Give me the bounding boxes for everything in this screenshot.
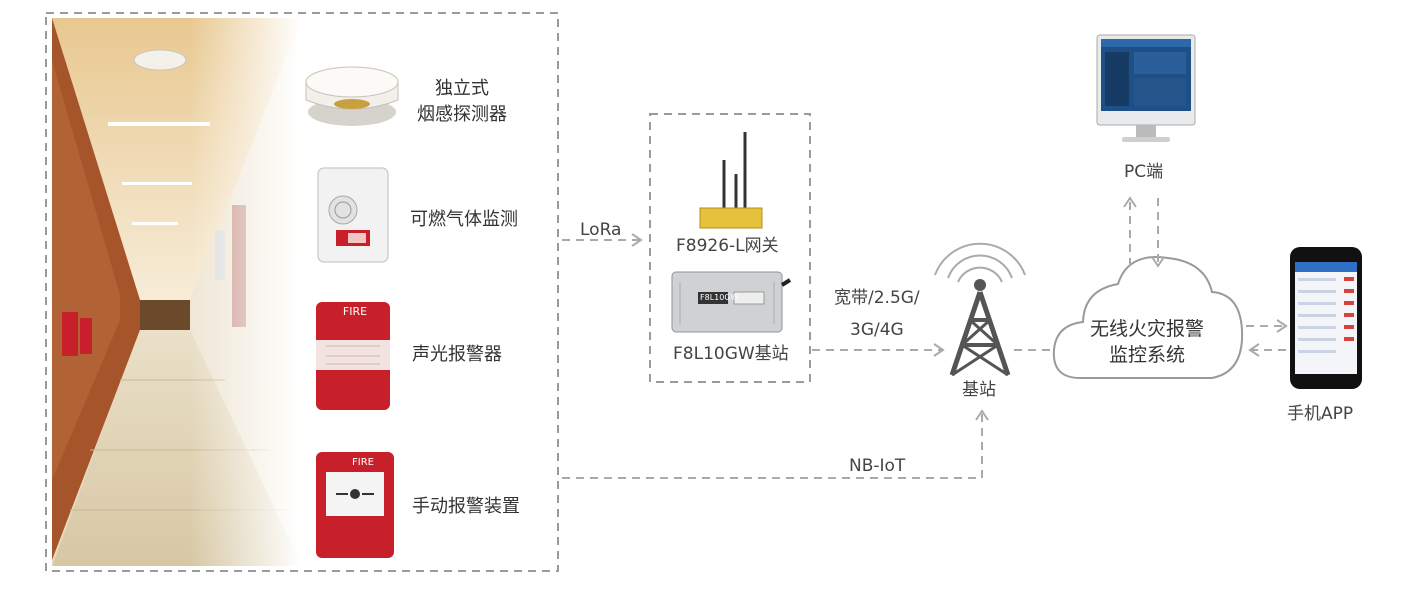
base-unit-panel-text: F8L10GW bbox=[700, 293, 739, 302]
nbiot-link bbox=[562, 409, 989, 479]
gateway-group-frame bbox=[649, 113, 811, 383]
lora-link bbox=[562, 233, 643, 247]
call-point-fire-badge: FIRE bbox=[352, 457, 374, 468]
nbiot-label: NB-IoT bbox=[849, 456, 906, 476]
cloud-shape bbox=[1052, 256, 1244, 379]
alarm-fire-badge: FIRE bbox=[342, 305, 368, 318]
cloud-label: 无线火灾报警 监控系统 bbox=[1072, 316, 1222, 368]
smoke-detector-label-line1: 独立式 bbox=[435, 78, 489, 99]
lora-label: LoRa bbox=[580, 220, 622, 240]
cloud-pc-links bbox=[1123, 196, 1165, 268]
broadband-link bbox=[812, 343, 945, 357]
cloud-label-line2: 监控系统 bbox=[1108, 344, 1185, 366]
gas-detector-image bbox=[317, 167, 389, 263]
broadband-label-line2: 3G/4G bbox=[850, 320, 904, 340]
tower-label: 基站 bbox=[962, 380, 996, 400]
smoke-detector-image bbox=[305, 66, 399, 126]
gas-detector-label: 可燃气体监测 bbox=[410, 209, 518, 230]
corridor-image bbox=[52, 18, 302, 566]
devices-group-frame bbox=[45, 12, 559, 572]
smoke-detector-label-line2: 烟感探测器 bbox=[417, 104, 507, 125]
gateway-image bbox=[699, 132, 763, 229]
pc-monitor-icon bbox=[1096, 34, 1196, 142]
sound-light-alarm-label: 声光报警器 bbox=[412, 344, 502, 365]
phone-icon bbox=[1290, 247, 1362, 389]
manual-call-point-label: 手动报警装置 bbox=[412, 496, 520, 517]
phone-label: 手机APP bbox=[1287, 404, 1354, 424]
smoke-detector-label: 独立式 烟感探测器 bbox=[412, 76, 512, 128]
pc-label: PC端 bbox=[1124, 162, 1164, 182]
base-station-unit-image bbox=[671, 271, 792, 333]
sound-light-alarm-image bbox=[316, 302, 390, 410]
cloud-label-line1: 无线火灾报警 bbox=[1089, 318, 1204, 340]
base-station-unit-label: F8L10GW基站 bbox=[673, 344, 789, 364]
tower-icon bbox=[934, 242, 1026, 377]
cloud-phone-links bbox=[1246, 319, 1288, 357]
manual-call-point-image bbox=[316, 452, 394, 558]
gateway-label: F8926-L网关 bbox=[676, 236, 779, 256]
broadband-label-line1: 宽带/2.5G/ bbox=[834, 288, 920, 308]
